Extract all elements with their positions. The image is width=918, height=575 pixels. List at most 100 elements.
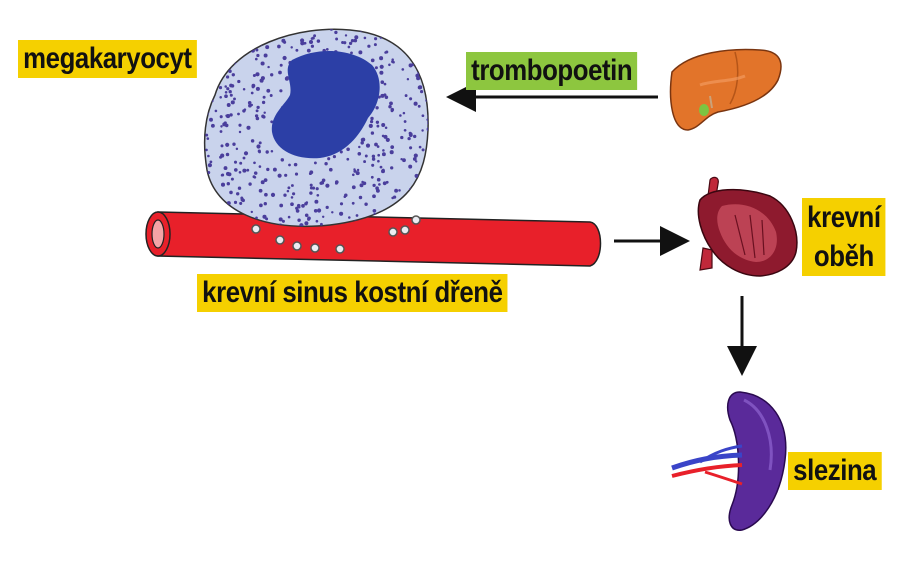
granule-dot xyxy=(370,58,375,63)
granule-dot xyxy=(224,123,229,128)
granule-dot xyxy=(301,204,305,208)
granule-dot xyxy=(284,76,289,81)
granule-dot xyxy=(200,153,203,156)
granule-dot xyxy=(256,105,260,110)
granule-dot xyxy=(239,38,243,41)
granule-dot xyxy=(408,133,413,137)
granule-dot xyxy=(229,190,233,195)
granule-dot xyxy=(237,112,240,116)
granule-dot xyxy=(404,94,408,98)
granule-dot xyxy=(298,206,301,209)
granule-dot xyxy=(255,72,260,77)
granule-dot xyxy=(250,103,254,107)
granule-dot xyxy=(270,37,273,40)
granule-dot xyxy=(424,60,428,63)
granule-dot xyxy=(406,77,410,81)
granule-dot xyxy=(222,202,225,206)
granule-dot xyxy=(221,173,225,177)
granule-dot xyxy=(253,161,256,165)
granule-dot xyxy=(220,125,223,128)
granule-dot xyxy=(343,195,347,198)
granule-dot xyxy=(362,181,367,186)
granule-dot xyxy=(266,88,271,93)
granule-dot xyxy=(376,145,380,148)
granule-dot xyxy=(237,29,242,34)
granule-dot xyxy=(200,178,203,181)
granule-dot xyxy=(290,184,294,187)
granule-dot xyxy=(358,50,363,55)
granule-dot xyxy=(233,30,237,34)
granule-dot xyxy=(242,168,247,173)
granule-dot xyxy=(258,141,262,145)
granule-dot xyxy=(220,182,226,187)
granule-dot xyxy=(421,148,425,152)
granule-dot xyxy=(426,127,429,132)
granule-dot xyxy=(267,65,270,69)
granule-dot xyxy=(307,217,311,221)
granule-dot xyxy=(204,67,208,71)
granule-dot xyxy=(385,50,389,54)
granule-dot xyxy=(247,101,252,105)
granule-dot xyxy=(332,155,336,159)
granule-dot xyxy=(426,118,429,121)
granule-dot xyxy=(278,70,282,75)
granule-dot xyxy=(339,202,344,206)
granule-dot xyxy=(207,154,210,158)
granule-dot xyxy=(256,53,260,58)
granule-dot xyxy=(347,45,351,49)
granule-dot xyxy=(360,137,365,142)
granule-dot xyxy=(264,192,268,197)
granule-dot xyxy=(379,70,384,75)
granule-dot xyxy=(385,137,390,142)
granule-dot xyxy=(209,160,213,164)
granule-dot xyxy=(415,160,418,163)
granule-dot xyxy=(352,173,355,177)
granule-dot xyxy=(235,54,239,58)
granule-dot xyxy=(324,162,328,166)
granule-dot xyxy=(258,29,263,31)
granule-dot xyxy=(204,60,206,64)
granule-dot xyxy=(204,181,206,185)
granule-dot xyxy=(287,215,291,219)
granule-dot xyxy=(399,114,402,117)
granule-dot xyxy=(297,218,301,222)
granule-dot xyxy=(223,56,227,59)
granule-dot xyxy=(218,66,222,70)
label-circulation: krevní oběh xyxy=(802,198,886,276)
granule-dot xyxy=(251,85,255,89)
granule-dot xyxy=(377,159,380,163)
granule-dot xyxy=(205,98,209,102)
granule-dot xyxy=(328,167,333,172)
granule-dot xyxy=(364,202,368,206)
granule-dot xyxy=(374,66,378,70)
granule-dot xyxy=(335,37,339,41)
granule-dot xyxy=(225,171,231,176)
granule-dot xyxy=(308,39,314,45)
granule-dot xyxy=(381,152,386,157)
granule-dot xyxy=(311,26,314,29)
granule-dot xyxy=(204,193,207,197)
granule-dot xyxy=(409,146,413,150)
granule-dot xyxy=(204,76,207,81)
granule-dot xyxy=(223,65,228,69)
granule-dot xyxy=(350,39,355,43)
granule-dot xyxy=(218,56,222,61)
granule-dot xyxy=(412,58,415,61)
granule-dot xyxy=(403,120,407,123)
granule-dot xyxy=(252,73,256,78)
granule-dot xyxy=(401,68,405,71)
cell-nucleus xyxy=(271,50,380,159)
granule-dot xyxy=(408,164,413,169)
granule-dot xyxy=(204,54,208,58)
granule-dot xyxy=(250,91,254,95)
granule-dot xyxy=(254,57,258,61)
granule-dot xyxy=(271,35,275,39)
granule-dot xyxy=(415,197,419,202)
granule-dot xyxy=(316,39,321,43)
granule-dot xyxy=(214,109,218,113)
granule-dot xyxy=(204,186,206,191)
granule-dot xyxy=(402,111,406,115)
granule-dot xyxy=(219,96,222,99)
granule-dot xyxy=(226,87,230,91)
granule-dot xyxy=(357,151,362,156)
